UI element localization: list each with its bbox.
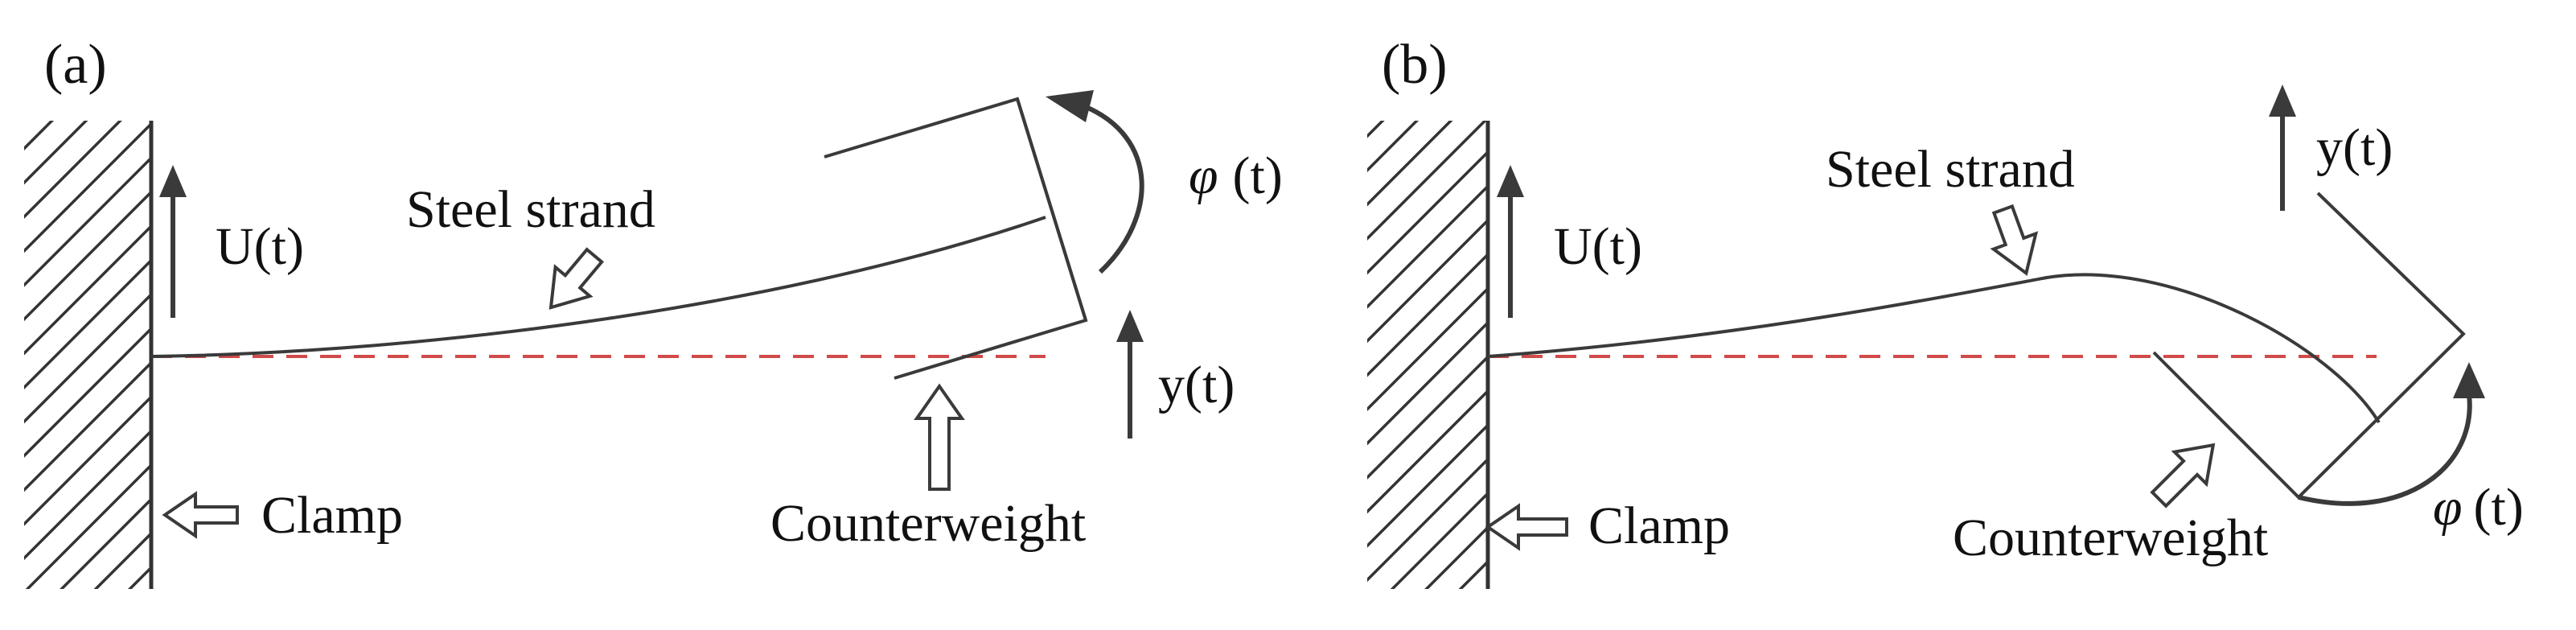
excitation-label-a: U(t)	[216, 217, 304, 276]
steel-strand-b	[1487, 273, 2381, 424]
counterweight-pointer-arrow-a	[914, 383, 965, 491]
displacement-label-a: y(t)	[1158, 356, 1235, 414]
displacement-label-b: y(t)	[2316, 118, 2393, 177]
excitation-label-b: U(t)	[1554, 217, 1642, 276]
counterweight-a	[824, 97, 1088, 380]
clamp-pointer-arrow-a	[162, 491, 239, 539]
counterweight-label-b: Counterweight	[1953, 509, 2268, 567]
counterweight-pointer-arrow-b	[2150, 443, 2216, 509]
panel-a-label: (a)	[44, 34, 107, 96]
clamp-label-a: Clamp	[261, 486, 403, 545]
steel-strand-a	[150, 216, 1046, 358]
displacement-arrow-a	[1116, 310, 1144, 439]
rotation-arrow-b	[2298, 362, 2485, 506]
clamp-a	[24, 121, 154, 589]
rotation-arg-a: (t)	[1233, 146, 1283, 205]
panel-b: (b) U(t) Steel strand y(t) Count	[1367, 34, 2524, 589]
steel-strand-label-a: Steel strand	[406, 180, 655, 239]
strand-pointer-arrow-b	[1990, 204, 2039, 276]
rotation-label-b: φ(t)	[2433, 478, 2524, 537]
excitation-arrow-b	[1497, 165, 1524, 318]
panel-b-label: (b)	[1382, 34, 1448, 96]
displacement-arrow-b	[2269, 84, 2296, 211]
panel-a: (a) U(t) Steel strand Counterweight	[24, 34, 1283, 589]
clamp-pointer-arrow-b	[1485, 503, 1568, 551]
steel-strand-label-b: Steel strand	[1826, 140, 2075, 199]
counterweight-label-a: Counterweight	[770, 494, 1086, 553]
rotation-arrow-a	[1046, 90, 1144, 274]
clamp-label-b: Clamp	[1588, 496, 1730, 555]
clamp-b	[1367, 121, 1490, 589]
strand-pointer-arrow-a	[548, 247, 605, 310]
rotation-symbol-b: φ	[2433, 478, 2463, 537]
excitation-arrow-a	[159, 165, 187, 318]
counterweight-b	[2152, 191, 2466, 500]
rotation-arg-b: (t)	[2474, 478, 2524, 537]
rotation-symbol-a: φ	[1189, 146, 1218, 205]
rotation-label-a: φ (t)	[1189, 146, 1283, 205]
